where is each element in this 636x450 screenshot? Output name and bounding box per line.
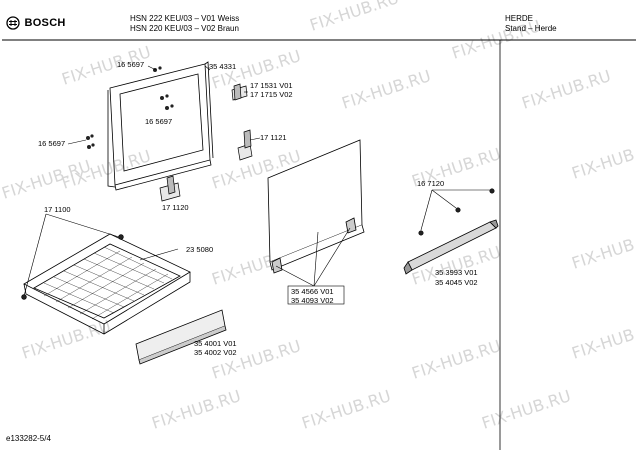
part-label: 17 1531 V01 — [250, 81, 293, 90]
lower-bracket-part — [159, 175, 181, 202]
hinge-bracket-part — [231, 83, 248, 101]
frame-screws — [86, 66, 174, 149]
door-handle-part — [403, 219, 499, 275]
category-line-2: Stand – Herde — [505, 24, 557, 33]
part-label: 17 1120 — [162, 203, 189, 212]
glass-leader-lines — [275, 227, 351, 287]
glass-label-box — [287, 285, 345, 305]
document-id: e133282-5/4 — [6, 434, 51, 443]
part-leader-lines — [67, 65, 261, 145]
baking-tray-grid — [43, 246, 173, 320]
door-frame-part — [107, 61, 214, 191]
drawer-panel-part — [135, 309, 227, 365]
part-label: 16 5697 — [145, 117, 173, 126]
glass-panel-part — [267, 139, 365, 274]
part-label: 35 4001 V01 — [194, 339, 237, 348]
bosch-armature-icon — [6, 16, 20, 30]
brand-logo: BOSCH — [6, 14, 66, 32]
part-label: 17 1121 — [260, 133, 287, 142]
clip-bracket-part — [237, 129, 253, 161]
part-label: 35 4045 V02 — [435, 278, 478, 287]
part-label: 35 4331 — [209, 62, 237, 71]
model-line-1: HSN 222 KEU/03 – V01 Weiss — [130, 14, 240, 23]
tray-leader-lines — [21, 213, 179, 300]
part-label: 16 5697 — [117, 60, 145, 69]
part-label: 35 3993 V01 — [435, 268, 478, 277]
model-line-2: HSN 220 KEU/03 – V02 Braun — [130, 24, 239, 33]
part-label: 35 4093 V02 — [291, 296, 334, 305]
part-label: 23 5080 — [186, 245, 214, 254]
part-label: 35 4002 V02 — [194, 348, 237, 357]
part-label: 17 1715 V02 — [250, 90, 293, 99]
brand-name: BOSCH — [24, 16, 66, 29]
part-label: 16 5697 — [38, 139, 66, 148]
category-line-1: HERDE — [505, 14, 534, 23]
handle-screws — [418, 188, 495, 236]
part-label: 17 1100 — [44, 205, 71, 214]
part-label: 16 7120 — [417, 179, 445, 188]
part-label: 35 4566 V01 — [291, 287, 334, 296]
baking-tray-part — [23, 233, 191, 335]
